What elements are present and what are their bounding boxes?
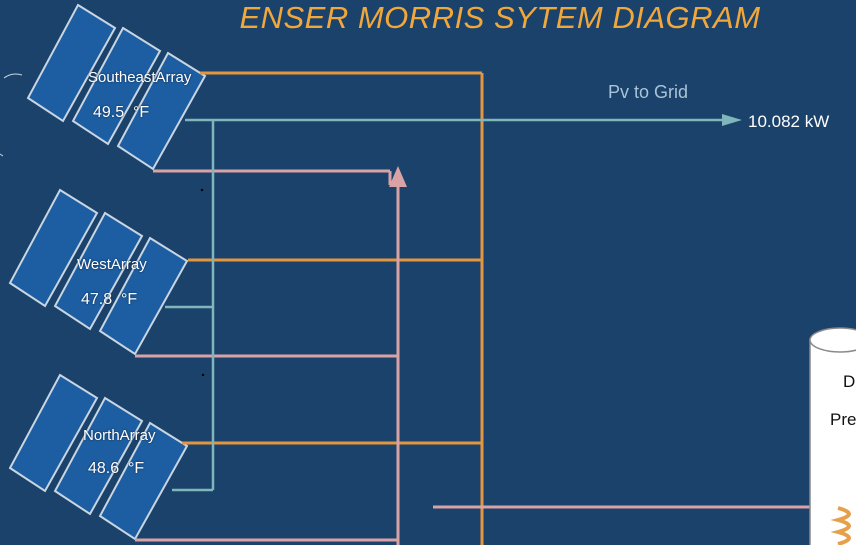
diagram-title: ENSER MORRIS SYTEM DIAGRAM	[239, 0, 761, 35]
west-temp-unit: °F	[121, 291, 138, 308]
southeast-solar-array[interactable]	[26, 3, 207, 171]
southeast-array-label: SoutheastArray	[88, 69, 192, 86]
stray-marks	[0, 73, 205, 377]
tank-label-line1: D	[843, 372, 856, 391]
north-temp-value: 48.6	[88, 460, 120, 477]
pv-to-grid-arrow	[722, 114, 742, 126]
return-flow-arrow	[389, 166, 407, 187]
north-array-label: NorthArray	[83, 427, 156, 444]
southeast-temp-unit: °F	[133, 104, 150, 121]
pv-to-grid-value: 10.082 kW	[748, 112, 830, 131]
west-array-label: WestArray	[77, 256, 147, 273]
southeast-temp-value: 49.5	[93, 104, 125, 121]
west-array-temperature: 47.8 °F	[81, 291, 137, 309]
pv-to-grid-label: Pv to Grid	[608, 82, 689, 102]
west-temp-value: 47.8	[81, 291, 113, 308]
west-solar-array[interactable]	[8, 188, 189, 356]
north-temp-unit: °F	[128, 460, 145, 477]
tank-label-line2: Pre	[830, 410, 856, 429]
pink-return-pipes	[135, 169, 840, 545]
north-solar-array[interactable]	[8, 373, 189, 541]
north-array-temperature: 48.6 °F	[88, 460, 144, 478]
orange-supply-pipes	[182, 71, 484, 545]
pv-electrical-lines	[165, 118, 722, 492]
southeast-array-temperature: 49.5 °F	[93, 104, 149, 122]
storage-tank[interactable]	[809, 327, 856, 545]
